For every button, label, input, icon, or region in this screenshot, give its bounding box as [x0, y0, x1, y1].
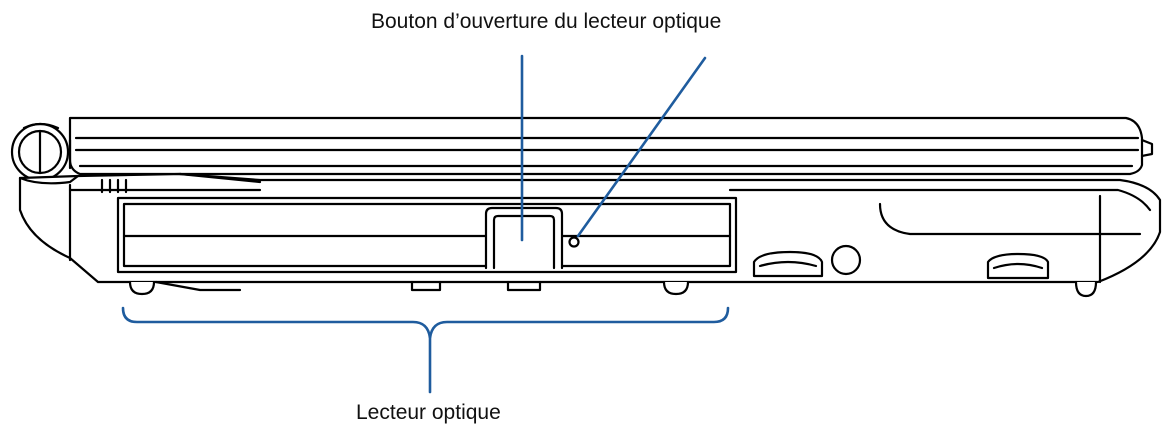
- eject-button-label: Bouton d’ouverture du lecteur optique: [371, 10, 722, 33]
- laptop-lid: [68, 116, 1154, 176]
- laptop-feet: [128, 280, 1098, 298]
- optical-drive-label: Lecteur optique: [356, 401, 501, 424]
- hinge: [10, 122, 70, 182]
- side-ports: [752, 244, 1050, 280]
- eject-indicator-leader-line: [576, 56, 707, 238]
- optical-drive-bay: [116, 196, 738, 274]
- callout-lines: [121, 54, 730, 394]
- optical-drive-bracket: [121, 306, 730, 339]
